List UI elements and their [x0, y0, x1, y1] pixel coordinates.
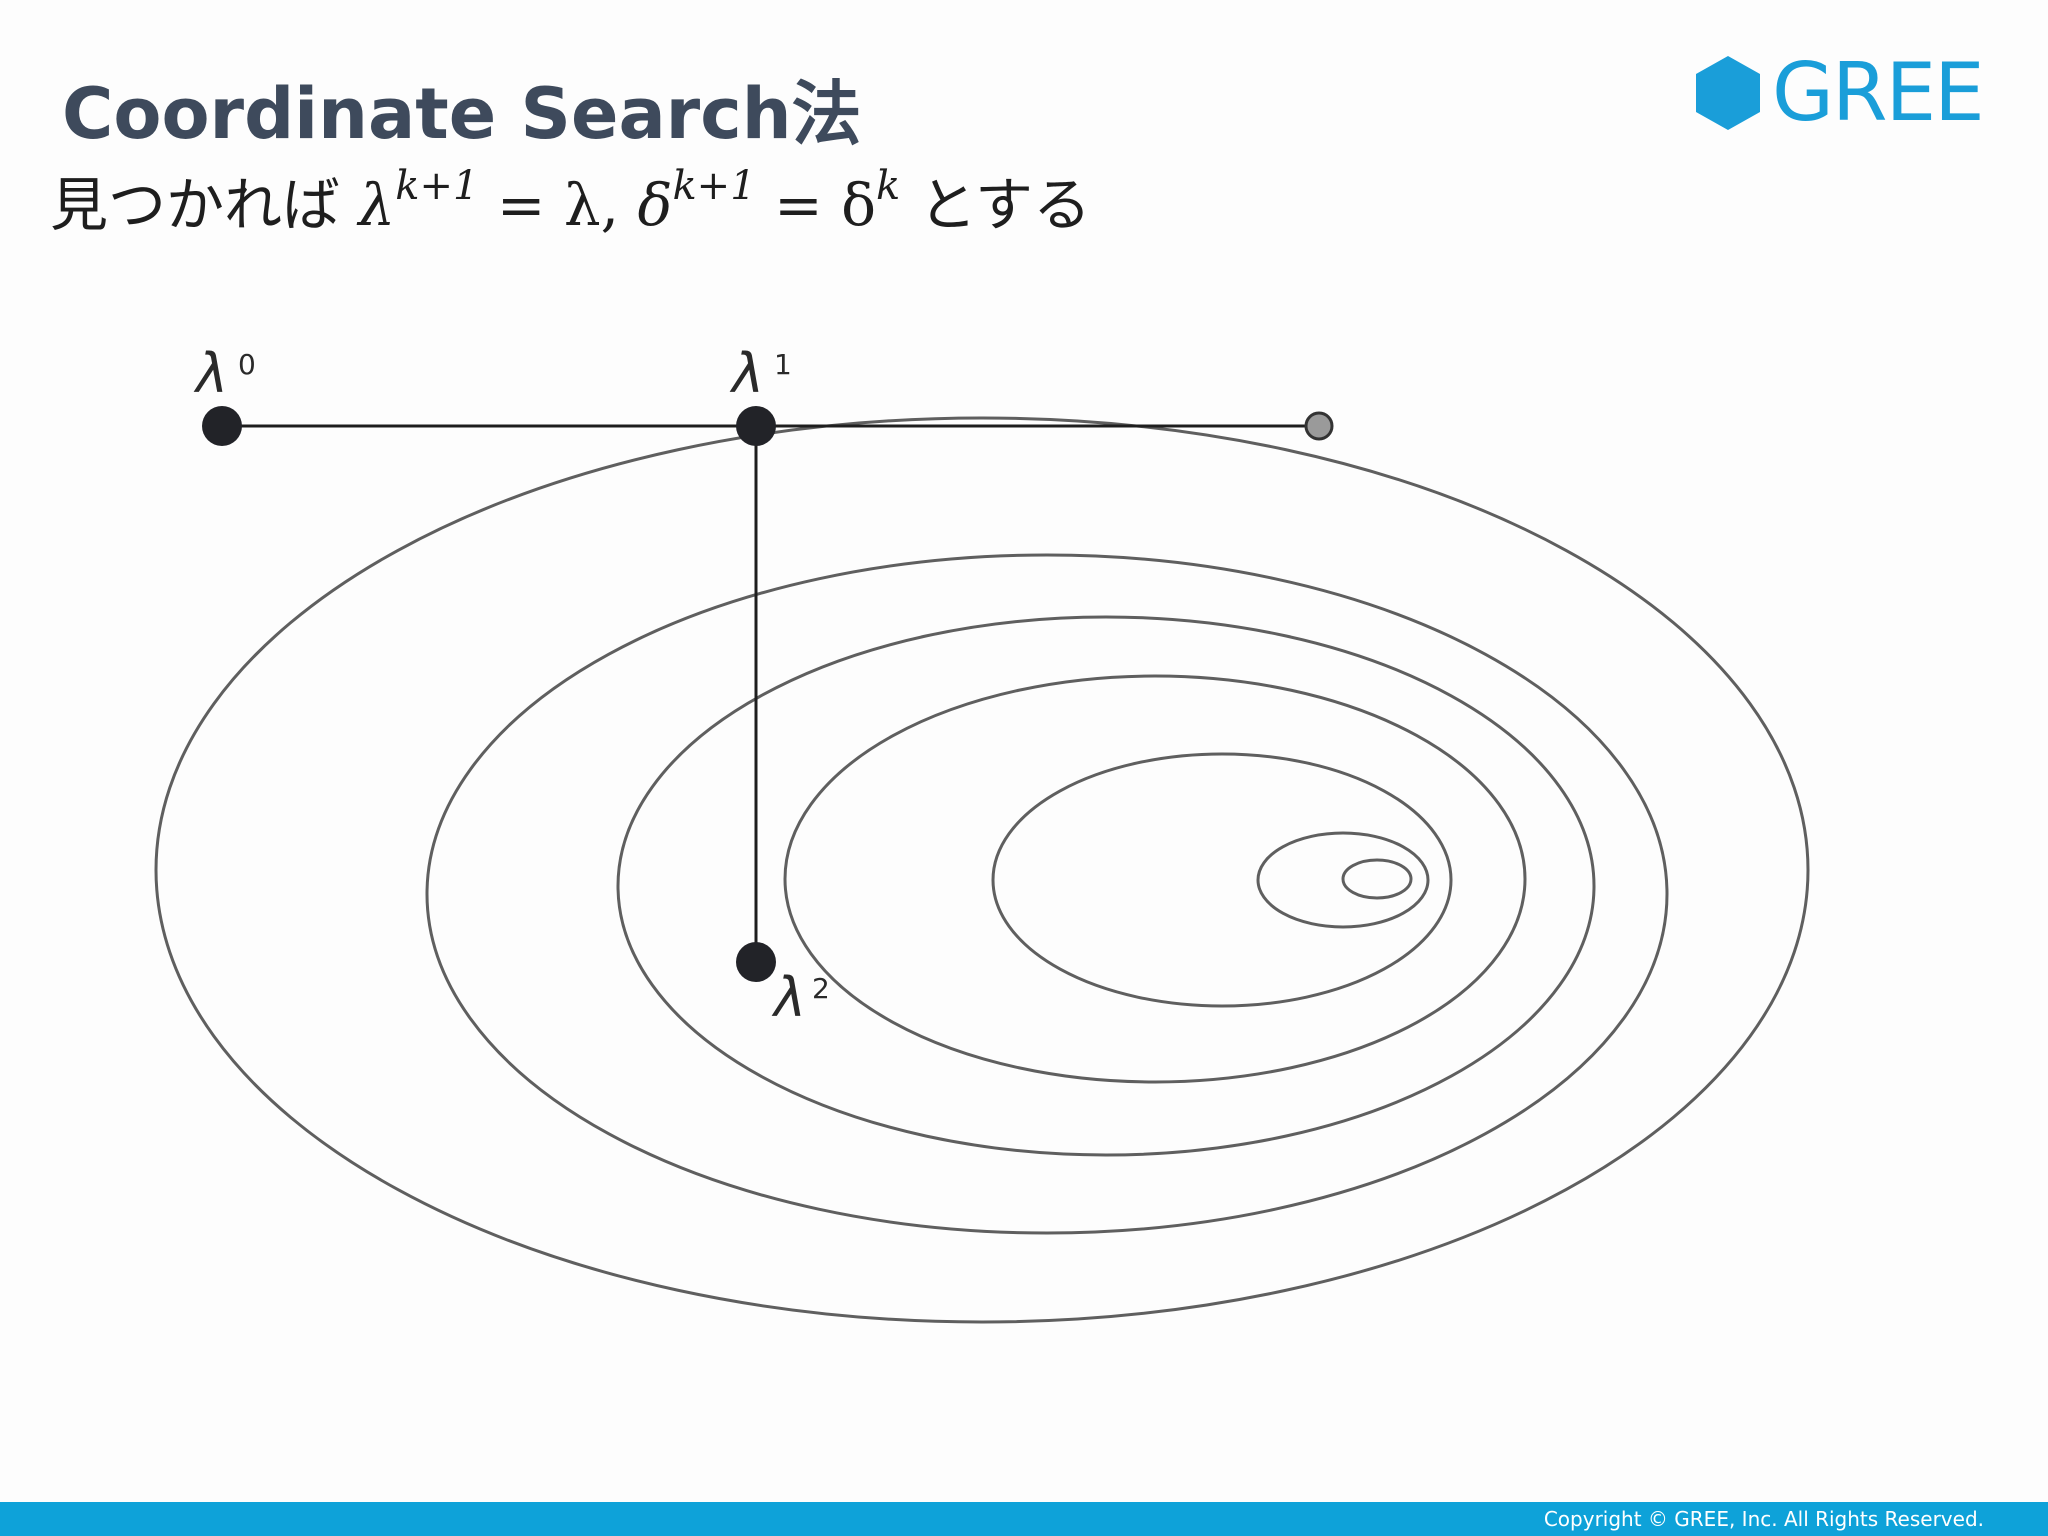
point-lambda-0: [202, 406, 242, 446]
update-rule-prefix: 見つかれば: [50, 171, 359, 239]
logo-text: GREE: [1772, 46, 1985, 139]
contour-ellipse-6: [1256, 831, 1430, 929]
delta-symbol: δ: [637, 171, 673, 239]
footer-bar: Copyright © GREE, Inc. All Rights Reserv…: [0, 1502, 2048, 1536]
contour-ellipse-7: [1341, 858, 1413, 900]
label-lambda-0-index: 0: [238, 348, 256, 381]
delta-k-exponent: k: [876, 163, 901, 209]
update-rule: 見つかれば λk+1 = λ, δk+1 = δk とする: [50, 158, 1091, 242]
trial-point: [1304, 411, 1334, 441]
label-lambda-0-symbol: λ: [193, 342, 228, 405]
search-path: [222, 424, 1320, 962]
point-lambda-1: [736, 406, 776, 446]
contour-ellipse-1: [154, 416, 1810, 1324]
delta-exponent: k+1: [672, 163, 756, 209]
point-lambda-2: [736, 942, 776, 982]
update-rule-suffix: とする: [900, 171, 1091, 239]
lambda-symbol: λ: [358, 171, 396, 239]
lambda-assignment: = λ,: [478, 171, 638, 239]
label-lambda-2-symbol: λ: [771, 966, 806, 1029]
label-lambda-2-index: 2: [812, 972, 830, 1005]
contour-lines: [154, 416, 1810, 1324]
delta-assignment: = δ: [755, 171, 877, 239]
contour-ellipse-5: [991, 752, 1453, 1008]
label-lambda-1-symbol: λ: [729, 342, 764, 405]
copyright-text: Copyright © GREE, Inc. All Rights Reserv…: [1543, 1507, 1984, 1531]
slide-title: Coordinate Search法: [62, 73, 862, 155]
contour-ellipse-3: [616, 615, 1596, 1157]
label-lambda-1-index: 1: [774, 348, 792, 381]
contour-ellipse-2: [425, 553, 1669, 1235]
hexagon-logo-icon: [1696, 56, 1760, 130]
gree-logo: GREE: [1690, 46, 1990, 139]
contour-ellipse-4: [783, 674, 1527, 1084]
lambda-exponent: k+1: [395, 163, 479, 209]
